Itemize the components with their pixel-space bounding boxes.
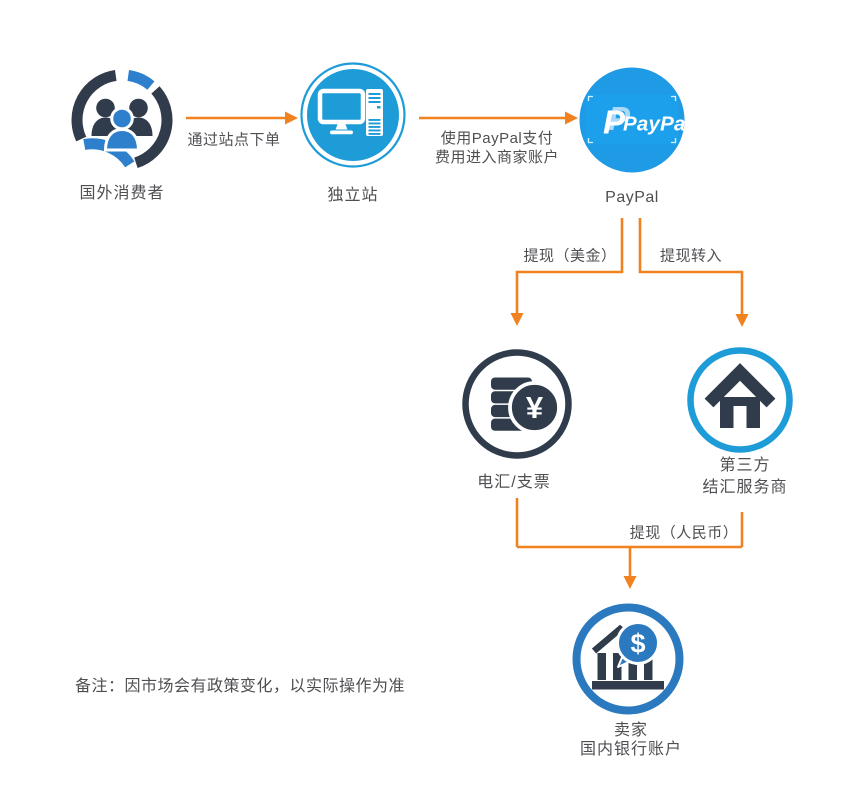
arrowhead-right-icon	[285, 111, 298, 125]
arrowhead-down-icon	[510, 313, 524, 326]
consumers-label: 国外消费者	[79, 185, 165, 202]
node-site	[300, 62, 406, 168]
arrowhead-down-icon	[623, 576, 637, 589]
node-consumers	[69, 67, 175, 173]
edge-withdraw-usd-label: 提现（美金）	[523, 247, 617, 265]
edge-withdraw-usd-line	[515, 218, 624, 314]
home-icon	[687, 347, 793, 453]
paypal-back-p-glyph: P	[608, 100, 631, 137]
node-bank: $	[571, 602, 685, 716]
node-paypal: P P PayPal	[579, 67, 685, 173]
edge-withdraw-transfer-line	[638, 218, 744, 315]
edge-order-label: 通过站点下单	[187, 131, 281, 149]
computer-server-icon	[300, 62, 406, 168]
bank-dollar-icon: $	[572, 603, 684, 715]
node-third-party	[687, 347, 793, 453]
people-group-icon	[71, 69, 173, 169]
edge-pay-label: 使用PayPal支付 费用进入商家账户	[434, 130, 560, 166]
paypal-wordmark: PayPal	[623, 113, 685, 136]
edge-withdraw-rmb-label: 提现（人民币）	[629, 524, 739, 542]
paypal-front-p-glyph: P	[603, 104, 626, 141]
yen-symbol: ¥	[526, 390, 544, 425]
wire-label: 电汇/支票	[477, 474, 551, 491]
third-party-label: 第三方 结汇服务商	[702, 457, 788, 496]
edge-withdraw-transfer-label: 提现转入	[659, 247, 723, 265]
site-label: 独立站	[327, 187, 379, 204]
paypal-logo-icon: P P PayPal	[579, 67, 685, 173]
coins-yen-icon: ¥	[462, 349, 572, 459]
node-wire: ¥	[461, 348, 573, 460]
bank-label: 卖家 国内银行账户	[579, 722, 683, 758]
arrowhead-down-icon	[735, 314, 749, 327]
paypal-label: PayPal	[605, 189, 659, 206]
arrowhead-right-icon	[565, 111, 578, 125]
dollar-symbol: $	[630, 629, 645, 659]
policy-note: 备注：因市场会有政策变化，以实际操作为准	[75, 678, 406, 695]
